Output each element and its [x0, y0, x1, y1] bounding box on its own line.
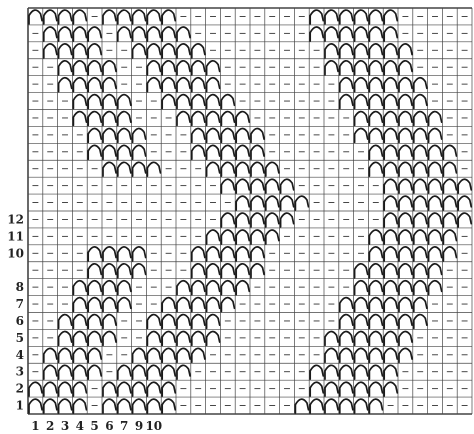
column-number: 3	[61, 419, 69, 433]
column-number: 9	[135, 419, 143, 433]
row-number: 10	[7, 246, 24, 260]
column-number: 10	[145, 419, 162, 433]
row-number: 4	[16, 348, 24, 362]
column-number: 1	[31, 419, 39, 433]
row-number: 7	[16, 297, 24, 311]
row-number: 12	[7, 212, 24, 226]
column-number-labels: 1234567910	[31, 419, 162, 433]
row-number: 3	[16, 365, 24, 379]
column-number: 4	[76, 419, 84, 433]
row-number: 6	[16, 314, 24, 328]
row-number: 5	[16, 331, 24, 345]
row-number: 8	[16, 280, 24, 294]
column-number: 2	[46, 419, 54, 433]
row-number: 2	[16, 382, 24, 396]
row-number: 1	[16, 399, 24, 413]
column-number: 7	[120, 419, 128, 433]
row-number: 11	[7, 229, 24, 243]
column-number: 6	[105, 419, 113, 433]
column-number: 5	[90, 419, 98, 433]
